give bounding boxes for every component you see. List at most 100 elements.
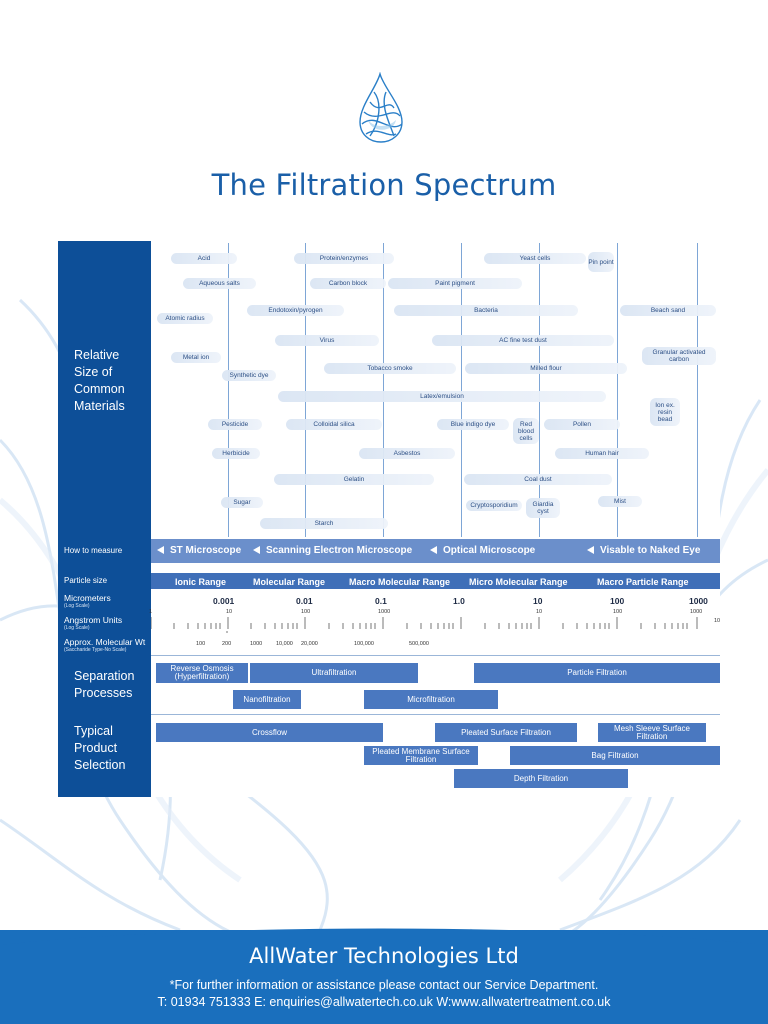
angstrom-value: 100 [301,609,311,615]
particle-range-band [151,573,720,589]
process-ultrafiltration: Ultrafiltration [250,663,418,683]
range-macro-particle: Macro Particle Range [597,577,689,587]
material-pill: Atomic radius [157,313,213,324]
mol-wt-label: Approx. Molecular Wt [64,637,146,647]
mol-wt-value: 100,000 [354,641,374,647]
company-name: AllWater Technologies Ltd [249,944,519,968]
measure-sem: Scanning Electron Microscope [253,545,412,556]
material-pill: Beach sand [620,305,716,316]
micrometer-value: 10 [533,596,543,606]
footer-wave [0,928,768,945]
process-nanofiltration: Nanofiltration [233,690,301,709]
angstrom-value: 10 [226,609,233,615]
material-pill: Pin point [588,252,614,272]
material-pill: Synthetic dye [222,370,276,381]
material-pill: Sugar [221,497,263,508]
spectrum-sidebar [58,241,151,797]
process-reverse-osmosis: Reverse Osmosis (Hyperfiltration) [156,663,248,683]
footer-bar [0,930,768,1024]
mol-wt-value: 10,000 [276,641,293,647]
material-pill: Tobacco smoke [324,363,456,374]
product-pleated-membrane: Pleated Membrane Surface Filtration [364,746,478,765]
footer-contact-note: *For further information or assistance p… [169,978,599,992]
material-pill: Protein/enzymes [294,253,394,264]
material-pill: AC fine test dust [432,335,614,346]
micrometer-value: 0.01 [296,596,313,606]
how-to-measure-label: How to measure [64,546,123,555]
material-pill: Carbon block [310,278,386,289]
micrometers-label: Micrometers [64,593,111,603]
angstrom-sub: (Log Scale) [64,625,90,631]
angstrom-value: 100 [613,609,623,615]
material-pill: Aqueous salts [183,278,256,289]
material-pill: Giardia cyst [526,498,560,518]
decade-line [228,243,229,537]
decade-line [305,243,306,537]
product-crossflow: Crossflow [156,723,383,742]
angstrom-value: 1000 [378,609,391,615]
angstrom-value: 1 [149,609,153,615]
decade-line [617,243,618,537]
material-pill: Endotoxin/pyrogen [247,305,344,316]
material-pill: Asbestos [359,448,455,459]
product-pleated-surface: Pleated Surface Filtration [435,723,577,742]
product-mesh-sleeve: Mesh Sleeve Surface Filtration [598,723,706,742]
material-pill: Coal dust [464,474,612,485]
angstrom-label: Angstrom Units [64,615,123,625]
decade-line [539,243,540,537]
material-pill: Human hair [555,448,649,459]
product-depth-filtration: Depth Filtration [454,769,628,788]
angstrom-value: 1000 [690,609,703,615]
material-pill: Gelatin [274,474,434,485]
water-droplet-logo [359,72,403,143]
angstrom-value: 10 [536,609,543,615]
mol-wt-value: 20,000 [301,641,318,647]
angstrom-ticks [151,617,698,633]
material-pill: Blue indigo dye [437,419,509,430]
measure-optical: Optical Microscope [430,545,535,556]
mol-wt-value: 200 [222,641,232,647]
material-pill: Paint pigment [388,278,522,289]
micrometer-value: 0.001 [213,596,235,606]
material-pill: Pesticide [208,419,262,430]
mol-wt-sub: (Saccharide Type-No Scale) [64,647,127,653]
divider [151,714,720,715]
range-macro-molecular: Macro Molecular Range [349,577,451,587]
particle-size-label: Particle size [64,576,108,585]
footer-contact-details: T: 01934 751333 E: enquiries@allwatertec… [157,995,611,1009]
material-pill: Bacteria [394,305,578,316]
measure-st-microscope: ST Microscope [157,545,241,556]
material-pill: Colloidal silica [286,419,382,430]
material-pill: Virus [275,335,379,346]
material-pill: Granular activated carbon [642,347,716,365]
micrometer-value: 1000 [689,596,708,606]
micrometer-value: 100 [610,596,625,606]
material-pill: Herbicide [212,448,260,459]
range-molecular: Molecular Range [253,577,326,587]
mol-wt-value: 500,000 [409,641,429,647]
material-pill: Milled flour [465,363,627,374]
product-bag-filtration: Bag Filtration [510,746,720,765]
material-pill: Pollen [544,419,620,430]
decade-line [697,243,698,537]
process-microfiltration: Microfiltration [364,690,498,709]
decade-line [383,243,384,537]
material-pill: Yeast cells [484,253,586,264]
micrometers-sub: (Log Scale) [64,603,90,609]
page-title: The Filtration Spectrum [211,168,557,202]
material-pill: Mist [598,496,642,507]
measure-naked-eye: Visable to Naked Eye [587,545,700,556]
material-pill: Acid [171,253,237,264]
micrometer-value: 1.0 [453,596,465,606]
range-micro-molecular: Micro Molecular Range [469,577,568,587]
process-particle-filtration: Particle Filtration [474,663,720,683]
mol-wt-value: 100 [196,641,206,647]
material-pill: Cryptosporidium [466,500,522,511]
range-ionic: Ionic Range [175,577,227,587]
material-pill: Ion ex. resin bead [650,398,680,426]
material-pill: Latex/emulsion [278,391,606,402]
micrometer-value: 0.1 [375,596,387,606]
